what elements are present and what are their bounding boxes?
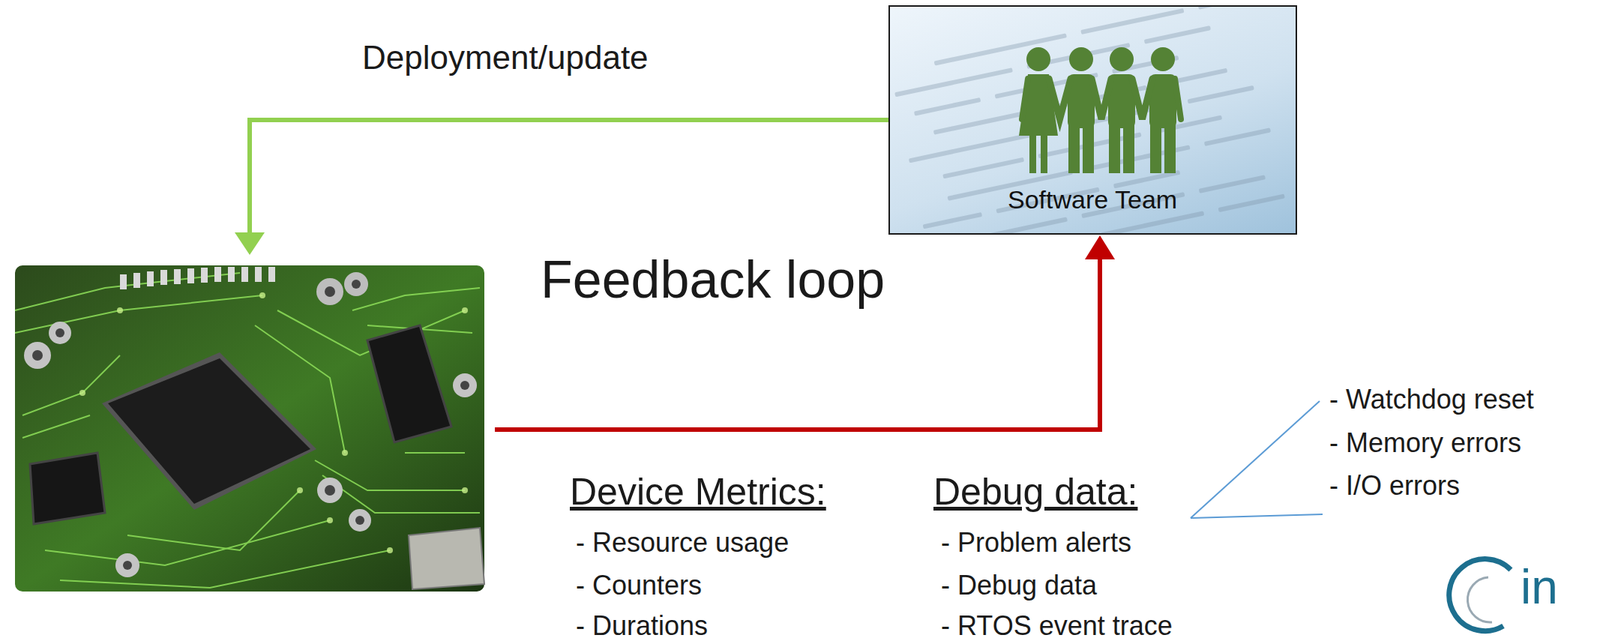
diagram-title: Feedback loop	[540, 251, 885, 309]
list-item: - Durations	[575, 611, 708, 642]
list-item: - Counters	[575, 570, 702, 601]
list-item: - RTOS event trace	[940, 611, 1173, 642]
edge-label: Deployment/update	[362, 39, 649, 76]
section-heading: Device Metrics:	[569, 471, 827, 513]
deployment-arrow	[234, 119, 889, 255]
section-heading: Debug data:	[933, 471, 1138, 513]
list-item: - Resource usage	[575, 527, 789, 558]
leader-lines	[1190, 401, 1323, 519]
callout-item: - Watchdog reset	[1329, 384, 1535, 415]
logo-text: in	[1520, 560, 1559, 614]
circuit-board	[14, 265, 485, 592]
team-box: Software Team	[888, 5, 1298, 235]
feedback-arrow	[494, 235, 1115, 430]
callout-item: - Memory errors	[1329, 428, 1522, 459]
callout-item: - I/O errors	[1329, 470, 1460, 501]
logo-mark	[1449, 559, 1511, 632]
list-item: - Problem alerts	[940, 527, 1132, 558]
list-item: - Debug data	[940, 570, 1097, 601]
node-title: Software Team	[1007, 185, 1178, 215]
